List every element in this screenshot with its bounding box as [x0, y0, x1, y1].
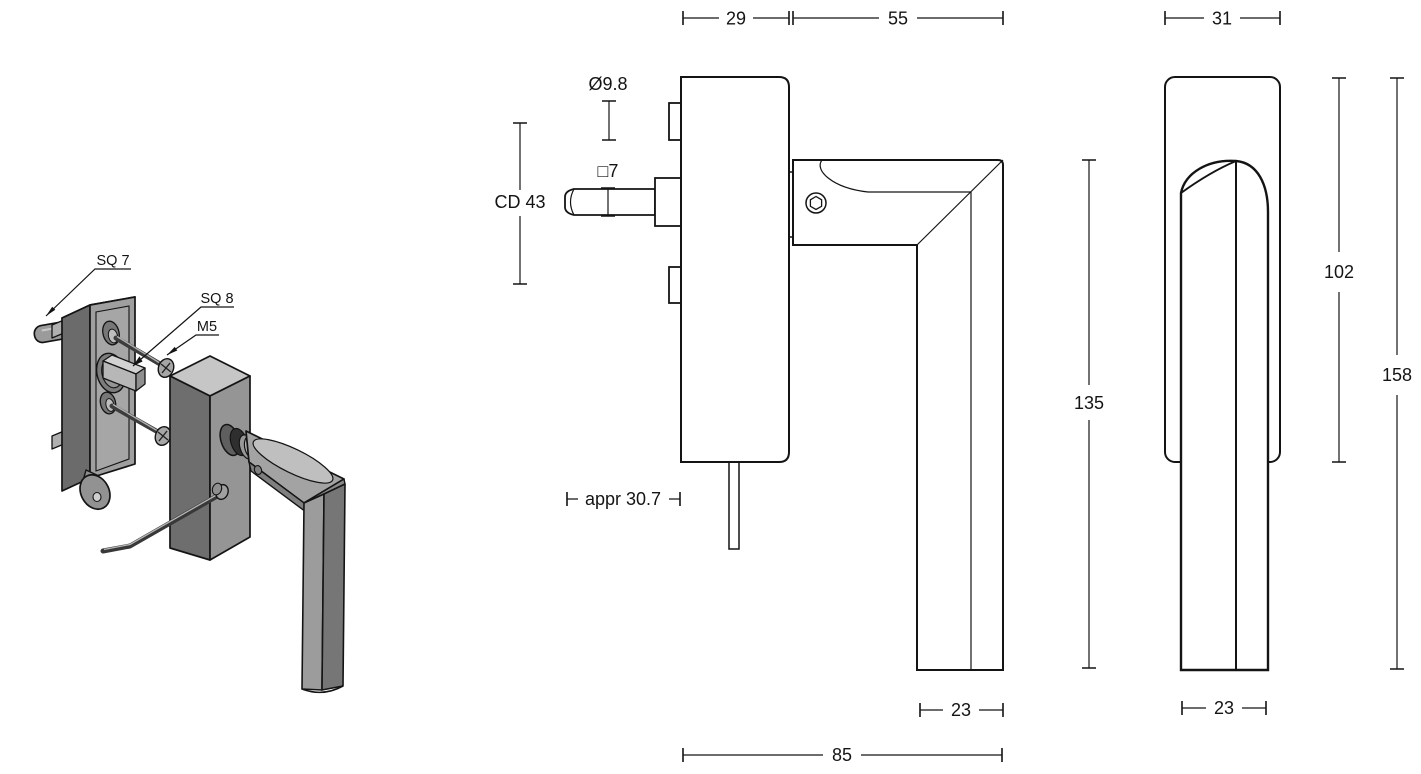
miter-line — [916, 159, 1004, 246]
fixing-lug-top — [668, 102, 682, 141]
leader-sq8: SQ 8 — [132, 291, 234, 367]
label-sq7: SQ 7 — [96, 253, 129, 269]
svg-text:102: 102 — [1324, 262, 1354, 282]
grip-leg-end — [301, 685, 344, 694]
svg-text:29: 29 — [726, 9, 746, 29]
key-tab — [79, 473, 111, 511]
grip-set-screw-hole — [253, 465, 263, 475]
dim-fixing-centres-cd43: CD 43 — [494, 122, 546, 285]
spindle-side — [564, 188, 656, 216]
svg-text:CD 43: CD 43 — [494, 192, 545, 212]
dim-plate-depth-29: 29 — [682, 9, 790, 29]
spindle-collar — [654, 177, 682, 227]
dim-plate-height-102: 102 — [1324, 77, 1354, 463]
svg-text:appr 30.7: appr 30.7 — [585, 489, 661, 509]
svg-text:23: 23 — [1214, 698, 1234, 718]
label-m5: M5 — [197, 319, 217, 335]
backplate-side — [680, 76, 790, 463]
locking-rod — [100, 482, 229, 554]
dimensions: 29 55 31 Ø9.8 □7 CD 43 — [494, 9, 1412, 766]
gearbox-housing — [51, 296, 146, 511]
housing-left-face — [61, 304, 91, 492]
dim-spindle-hole-dia: Ø9.8 — [588, 74, 628, 141]
dim-overall-height-158: 158 — [1382, 77, 1412, 670]
dim-grip-depth-55: 55 — [792, 9, 1004, 29]
grip-leg-right — [321, 483, 346, 691]
svg-text:55: 55 — [888, 9, 908, 29]
svg-text:Ø9.8: Ø9.8 — [588, 74, 627, 94]
svg-text:135: 135 — [1074, 393, 1104, 413]
grip-blend-curve — [819, 159, 869, 193]
svg-text:□7: □7 — [598, 161, 619, 181]
svg-text:23: 23 — [951, 700, 971, 720]
leader-sq7: SQ 7 — [45, 253, 131, 317]
label-sq8: SQ 8 — [200, 291, 233, 307]
front-view — [1164, 76, 1281, 672]
side-view — [564, 76, 1004, 671]
handle-rosette-block — [169, 355, 251, 561]
set-screw-hex — [805, 192, 827, 214]
grip-front — [1179, 159, 1270, 672]
leader-m5: M5 — [166, 319, 219, 356]
exploded-isometric-view: SQ 7 SQ 8 M5 — [33, 253, 346, 694]
m5-screw-top — [113, 335, 175, 378]
grip-end-chamfer — [1180, 160, 1237, 194]
fixing-lug-bottom — [668, 266, 682, 304]
grip-highlight — [252, 438, 334, 484]
dim-spindle-protrusion: appr 30.7 — [566, 489, 681, 509]
front-spindle-sq8 — [102, 354, 146, 392]
dim-grip-width-23-front: 23 — [1181, 698, 1267, 718]
spindle-pin — [728, 461, 740, 550]
dim-spindle-square: □7 — [598, 161, 619, 217]
lever-side — [792, 159, 1004, 671]
grip-leg-left — [301, 493, 325, 691]
dim-plate-width-31: 31 — [1164, 9, 1281, 29]
dim-grip-section-23-side: 23 — [919, 700, 1004, 720]
lever-grip-3d — [229, 427, 346, 694]
dim-lever-drop-135: 135 — [1074, 159, 1104, 669]
svg-text:158: 158 — [1382, 365, 1412, 385]
m5-screw-bottom — [109, 403, 172, 446]
svg-text:85: 85 — [832, 745, 852, 765]
svg-text:31: 31 — [1212, 9, 1232, 29]
dim-overall-projection-85: 85 — [682, 745, 1003, 765]
